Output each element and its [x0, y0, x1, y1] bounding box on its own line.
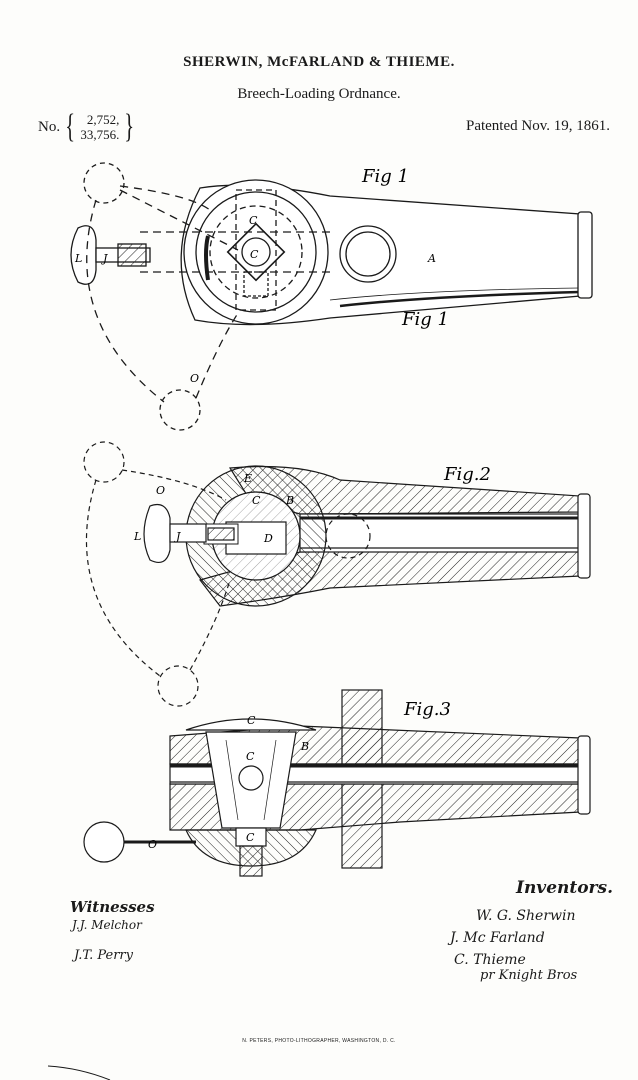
fig2-part-b: B — [285, 494, 294, 507]
fig3-part-c2: C — [246, 750, 255, 763]
fig1-part-a: A — [427, 252, 436, 265]
patent-number-2: 33,756. — [80, 127, 120, 142]
fig3-part-c3: C — [246, 831, 255, 844]
figure-2-drawing — [83, 441, 591, 707]
fig2-part-j: J — [174, 530, 181, 543]
fig1-part-c2: C — [250, 248, 259, 261]
fig3-part-b: B — [300, 740, 309, 753]
witnesses-label: Witnesses — [70, 898, 155, 916]
patent-subtitle: Breech-Loading Ordnance. — [237, 86, 401, 102]
fig3-part-o: O — [148, 838, 157, 851]
fig2-part-o: O — [156, 484, 165, 497]
witness-signature-2: J.T. Perry — [74, 948, 133, 963]
fig1-label-top: Fig 1 — [361, 166, 409, 187]
fig1-part-c1: C — [249, 214, 258, 227]
figure-1-drawing — [70, 162, 593, 431]
fig1-part-j: J — [101, 252, 108, 265]
patent-number-1: 2,752, — [86, 112, 120, 127]
inventors-label: Inventors. — [516, 878, 614, 898]
patent-title: SHERWIN, McFARLAND & THIEME. — [183, 54, 455, 70]
fig2-label: Fig.2 — [443, 464, 491, 485]
fig3-part-c1: C — [247, 714, 256, 727]
fig1-part-o: O — [190, 372, 199, 385]
inventor-signature-2: J. Mc Farland — [450, 930, 545, 946]
lithographer-footer: N. PETERS, PHOTO-LITHOGRAPHER, WASHINGTO… — [242, 1038, 396, 1044]
fig2-part-l: L — [133, 530, 141, 543]
figure-3-drawing — [83, 689, 591, 877]
right-brace-icon: } — [124, 108, 135, 145]
patent-number-block: No. { 2,752, 33,756. } — [38, 110, 140, 144]
witness-signature-1: J.J. Melchor — [72, 918, 142, 932]
no-label: No. — [38, 118, 61, 135]
inventor-signature-1: W. G. Sherwin — [476, 908, 576, 924]
fig1-part-l: L — [74, 252, 82, 265]
fig1-label-bottom: Fig 1 — [401, 309, 449, 330]
fig3-label: Fig.3 — [403, 699, 451, 720]
fig2-part-d: D — [263, 532, 273, 545]
patent-numbers: 2,752, 33,756. — [80, 112, 119, 142]
left-brace-icon: { — [65, 108, 76, 145]
patented-date: Patented Nov. 19, 1861. — [465, 118, 610, 134]
fig2-part-c: C — [252, 494, 261, 507]
inventor-signature-4: pr Knight Bros — [480, 968, 578, 983]
fig2-part-e: E — [243, 472, 252, 485]
inventor-signature-3: C. Thieme — [454, 952, 526, 968]
